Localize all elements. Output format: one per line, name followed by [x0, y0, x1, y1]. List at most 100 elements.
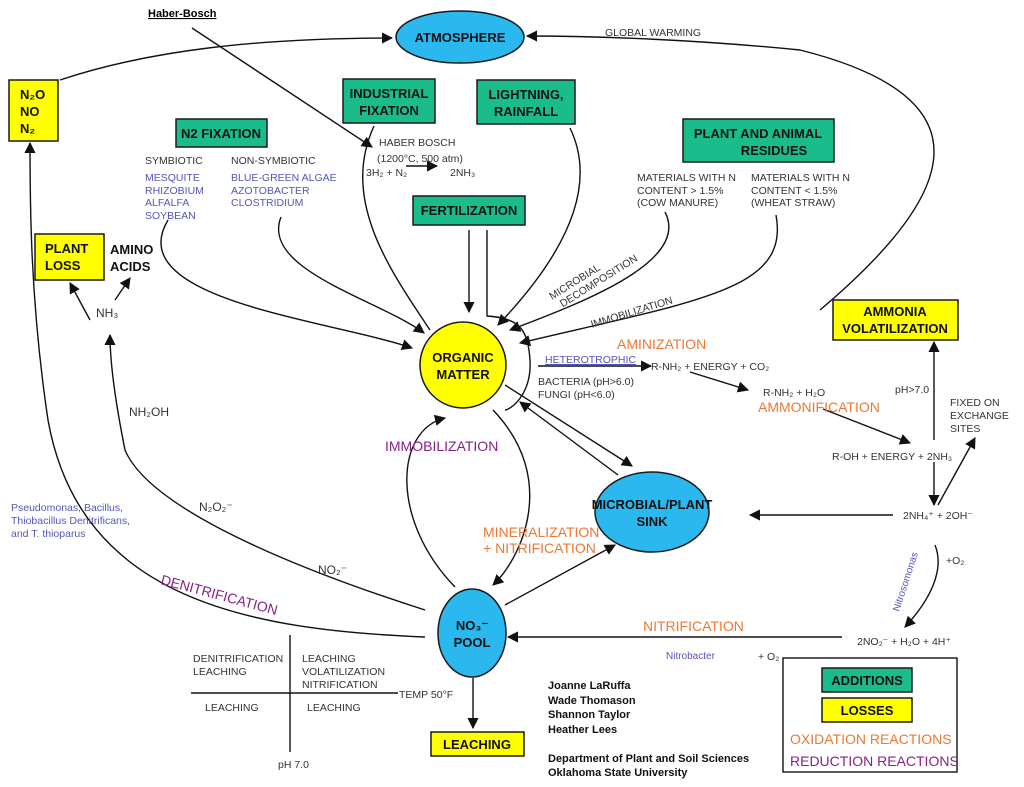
svg-text:Department of Plant and Soil S: Department of Plant and Soil Sciences — [548, 753, 749, 765]
plus-o2-upper: +O₂ — [946, 555, 964, 567]
svg-text:CONTENT > 1.5%: CONTENT > 1.5% — [637, 185, 723, 197]
svg-text:MATERIALS WITH N: MATERIALS WITH N — [751, 172, 850, 184]
temp-axis-label: TEMP 50°F — [399, 689, 453, 701]
svg-text:SOYBEAN: SOYBEAN — [145, 210, 196, 222]
svg-text:MATTER: MATTER — [436, 367, 490, 382]
quadrant-top-left-1: DENITRIFICATION — [193, 653, 283, 665]
svg-text:PLANT: PLANT — [45, 241, 88, 256]
svg-text:FIXATION: FIXATION — [359, 103, 419, 118]
svg-text:ATMOSPHERE: ATMOSPHERE — [415, 30, 506, 45]
plant-loss-box: PLANT LOSS — [34, 233, 105, 281]
svg-text:LOSS: LOSS — [45, 258, 81, 273]
leaching-box: LEACHING — [430, 731, 525, 757]
fungi-label: FUNGI (pH<6.0) — [538, 389, 615, 401]
svg-text:Shannon Taylor: Shannon Taylor — [548, 709, 631, 721]
svg-text:ALFALFA: ALFALFA — [145, 197, 189, 209]
svg-text:SYMBIOTIC: SYMBIOTIC — [145, 155, 203, 167]
mineralization-label-1: MINERALIZATION — [483, 524, 599, 540]
svg-text:Heather Lees: Heather Lees — [548, 724, 617, 736]
nitrification-label: NITRIFICATION — [643, 618, 744, 634]
denitrification-label: DENITRIFICATION — [159, 571, 279, 618]
nitrobacter-label: Nitrobacter — [666, 651, 716, 662]
svg-text:SITES: SITES — [950, 423, 980, 435]
svg-text:MICROBIAL/PLANT: MICROBIAL/PLANT — [592, 497, 713, 512]
gases-loss-box: N₂O NO N₂ — [8, 79, 59, 142]
svg-text:LEACHING: LEACHING — [443, 737, 511, 752]
svg-text:SINK: SINK — [636, 514, 668, 529]
svg-text:N₂O: N₂O — [20, 87, 45, 102]
quadrant-bottom-right: LEACHING — [307, 702, 361, 714]
quadrant-top-right-3: NITRIFICATION — [302, 679, 378, 691]
svg-text:NO₃⁻: NO₃⁻ — [456, 618, 489, 633]
materials-high-n: MATERIALS WITH N CONTENT > 1.5% (COW MAN… — [637, 172, 736, 209]
connectors — [24, 27, 976, 730]
legend-reduction: REDUCTION REACTIONS — [790, 753, 959, 769]
global-warming-label: GLOBAL WARMING — [605, 27, 701, 39]
ammonification-label: AMMONIFICATION — [758, 399, 880, 415]
svg-text:Pseudomonas, Bacillus,: Pseudomonas, Bacillus, — [11, 502, 123, 514]
roh-energy-nh3: R-OH + ENERGY + 2NH₃ — [832, 451, 952, 463]
mineralization-label-2: + NITRIFICATION — [483, 540, 596, 556]
materials-low-n: MATERIALS WITH N CONTENT < 1.5% (WHEAT S… — [751, 172, 850, 209]
svg-text:ORGANIC: ORGANIC — [432, 350, 494, 365]
svg-text:AMMONIA: AMMONIA — [863, 304, 927, 319]
svg-text:Thiobacillus Denitrificans,: Thiobacillus Denitrificans, — [11, 515, 130, 527]
svg-text:Joanne LaRuffa: Joanne LaRuffa — [548, 680, 631, 692]
lightning-rainfall-box: LIGHTNING, RAINFALL — [476, 79, 576, 125]
svg-text:BLUE-GREEN ALGAE: BLUE-GREEN ALGAE — [231, 172, 337, 184]
amino-acids-label-2: ACIDS — [110, 259, 151, 274]
rnh2-energy-co2: R-NH₂ + ENERGY + CO₂ — [651, 361, 769, 373]
svg-text:Oklahoma State University: Oklahoma State University — [548, 767, 688, 779]
haber-bosch-reaction: HABER BOSCH (1200°C, 500 atm) 3H₂ + N₂ 2… — [366, 137, 475, 179]
svg-text:RHIZOBIUM: RHIZOBIUM — [145, 185, 204, 197]
n2o2-label: N₂O₂⁻ — [199, 500, 233, 514]
svg-text:(WHEAT STRAW): (WHEAT STRAW) — [751, 197, 835, 209]
svg-text:LIGHTNING,: LIGHTNING, — [488, 87, 563, 102]
symbiotic-list: SYMBIOTIC MESQUITE RHIZOBIUM ALFALFA SOY… — [145, 155, 204, 222]
svg-text:CLOSTRIDIUM: CLOSTRIDIUM — [231, 197, 303, 209]
nh2oh-label: NH₂OH — [129, 405, 169, 419]
quadrant-bottom-left: LEACHING — [205, 702, 259, 714]
temp-ph-quadrant: DENITRIFICATION LEACHING LEACHING VOLATI… — [191, 635, 453, 771]
heterotrophic-label: HETEROTROPHIC — [545, 354, 636, 366]
ph-gt-7-label: pH>7.0 — [895, 384, 929, 396]
immobilization-upper-label: IMMOBILIZATION — [589, 295, 674, 331]
svg-text:POOL: POOL — [454, 635, 491, 650]
svg-text:EXCHANGE: EXCHANGE — [950, 410, 1009, 422]
plus-o2-lower: + O₂ — [758, 651, 779, 663]
nh3-label: NH₃ — [96, 306, 118, 320]
fixed-on-exchange-label: FIXED ON EXCHANGE SITES — [950, 397, 1009, 435]
svg-text:FERTILIZATION: FERTILIZATION — [421, 203, 518, 218]
svg-text:RESIDUES: RESIDUES — [741, 143, 808, 158]
bacteria-label: BACTERIA (pH>6.0) — [538, 376, 634, 388]
nh4-oh: 2NH₄⁺ + 2OH⁻ — [903, 510, 973, 522]
svg-text:PLANT AND ANIMAL: PLANT AND ANIMAL — [694, 126, 822, 141]
no3-pool-node: NO₃⁻ POOL — [437, 588, 507, 678]
industrial-fixation-box: INDUSTRIAL FIXATION — [342, 78, 436, 124]
immobilization-lower-label: IMMOBILIZATION — [385, 438, 498, 454]
quadrant-top-right-2: VOLATILIZATION — [302, 666, 385, 678]
ph-axis-label: pH 7.0 — [278, 759, 309, 771]
svg-text:FIXED ON: FIXED ON — [950, 397, 1000, 409]
fertilization-box: FERTILIZATION — [412, 195, 526, 226]
svg-text:and T. thioparus: and T. thioparus — [11, 528, 86, 540]
svg-text:RAINFALL: RAINFALL — [494, 104, 558, 119]
legend-additions: ADDITIONS — [831, 673, 903, 688]
amino-acids-label-1: AMINO — [110, 242, 153, 257]
microbial-plant-sink-node: MICROBIAL/PLANT SINK — [592, 471, 713, 553]
svg-text:NO: NO — [20, 104, 40, 119]
svg-text:3H₂ + N₂: 3H₂ + N₂ — [366, 167, 407, 179]
organic-matter-node: ORGANIC MATTER — [419, 321, 507, 409]
svg-text:MESQUITE: MESQUITE — [145, 172, 200, 184]
ammonia-volatilization-box: AMMONIA VOLATILIZATION — [832, 299, 959, 341]
svg-text:(1200°C, 500 atm): (1200°C, 500 atm) — [377, 153, 463, 165]
quadrant-top-right-1: LEACHING — [302, 653, 356, 665]
svg-text:2NH₃: 2NH₃ — [450, 167, 475, 179]
plant-animal-residues-box: PLANT AND ANIMAL RESIDUES — [682, 118, 835, 163]
svg-text:NON-SYMBIOTIC: NON-SYMBIOTIC — [231, 155, 316, 167]
non-symbiotic-list: NON-SYMBIOTIC BLUE-GREEN ALGAE AZOTOBACT… — [231, 155, 337, 209]
svg-text:INDUSTRIAL: INDUSTRIAL — [350, 86, 429, 101]
n2-fixation-box: N2 FIXATION — [175, 118, 268, 148]
authors: Joanne LaRuffa Wade Thomason Shannon Tay… — [548, 680, 749, 779]
